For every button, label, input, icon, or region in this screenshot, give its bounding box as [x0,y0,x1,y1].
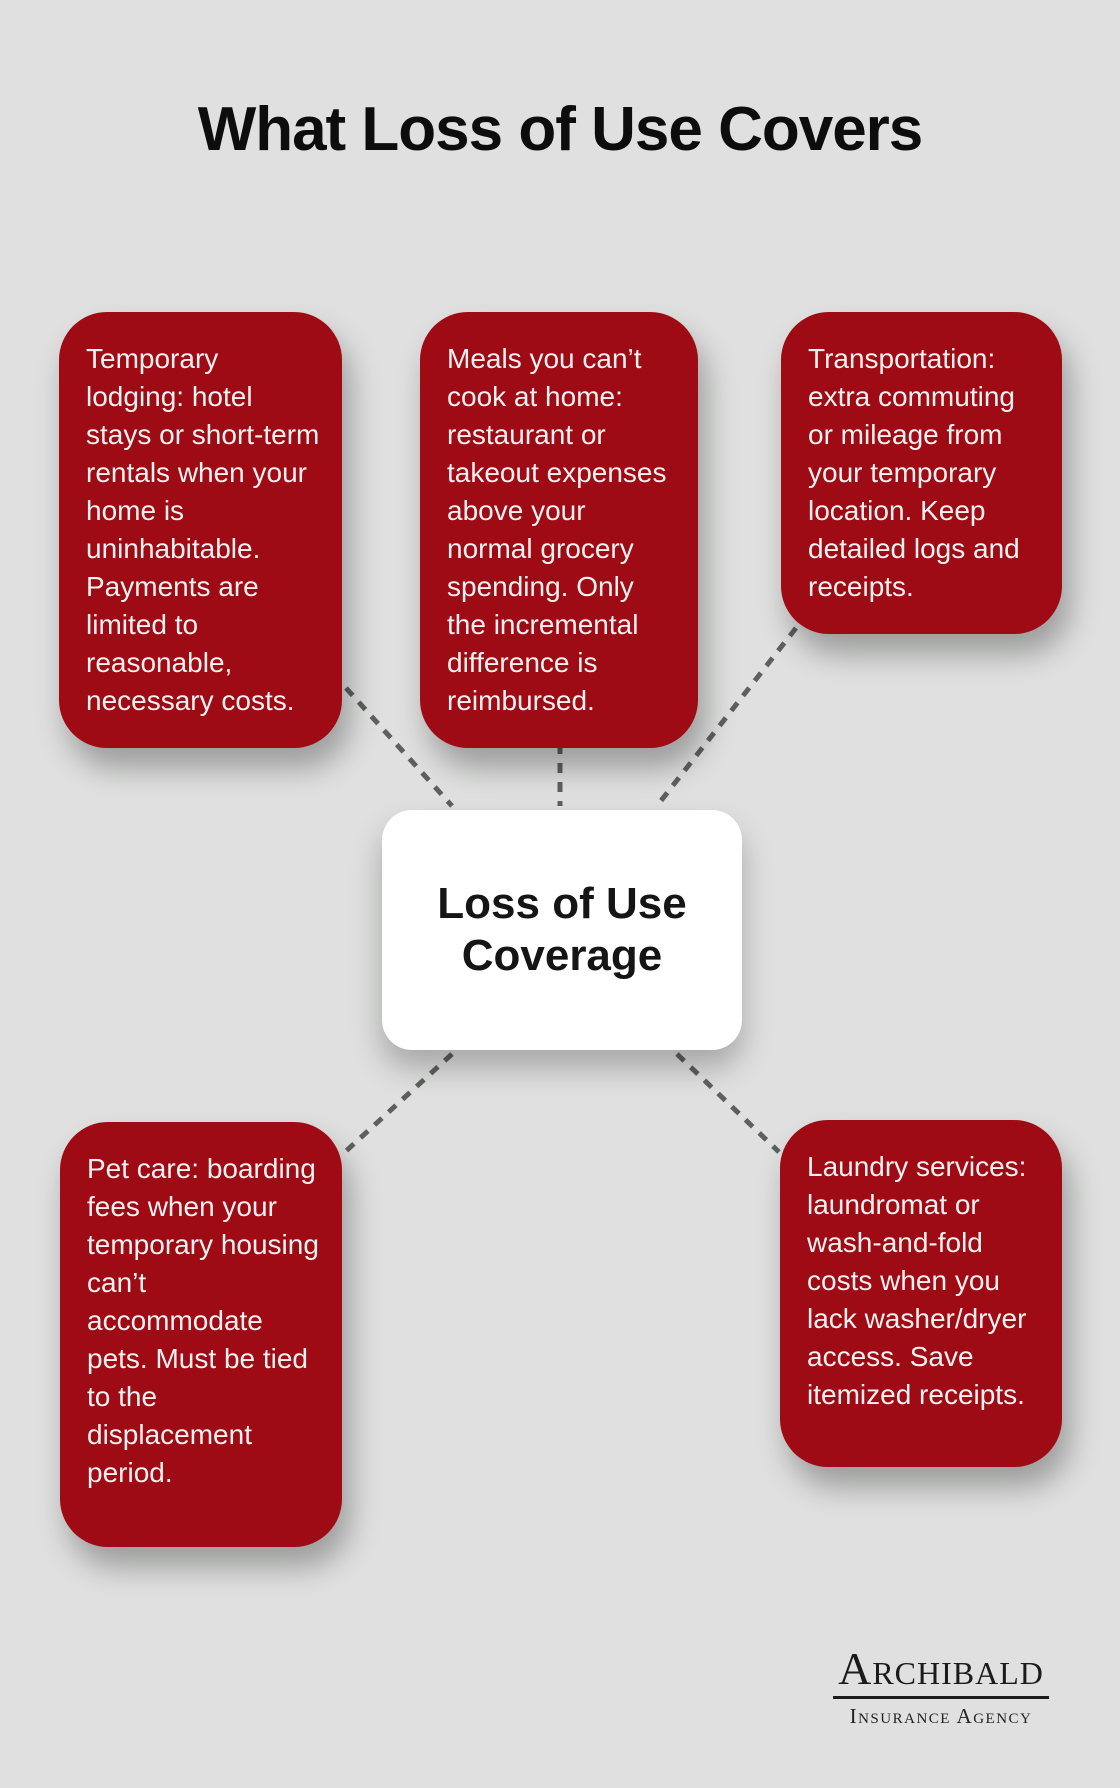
brand-logo-subtitle: Insurance Agency [849,1704,1033,1728]
node-meals-text: Meals you can’t cook at home: restaurant… [447,343,667,716]
node-meals: Meals you can’t cook at home: restaurant… [420,312,698,748]
center-node-loss-of-use: Loss of Use Coverage [382,810,742,1050]
page-title: What Loss of Use Covers [197,95,924,164]
node-transportation: Transportation: extra commuting or milea… [781,312,1062,634]
node-pet-care: Pet care: boarding fees when your tempor… [60,1122,342,1547]
node-pet-care-text: Pet care: boarding fees when your tempor… [87,1153,319,1488]
node-laundry-text: Laundry services: laundromat or wash-and… [807,1151,1027,1410]
connector-lodging-center [344,686,454,808]
brand-logo-name: Archibald [833,1646,1049,1699]
center-node-label: Loss of Use Coverage [437,879,687,980]
brand-logo: Archibald Insurance Agency [810,1646,1072,1729]
node-laundry: Laundry services: laundromat or wash-and… [780,1120,1062,1467]
connector-center-laundry [675,1052,781,1154]
node-temporary-lodging-text: Temporary lodging: hotel stays or short-… [86,343,320,716]
node-temporary-lodging: Temporary lodging: hotel stays or short-… [59,312,342,748]
connector-center-pet-care [343,1052,454,1154]
node-transportation-text: Transportation: extra commuting or milea… [808,343,1020,602]
